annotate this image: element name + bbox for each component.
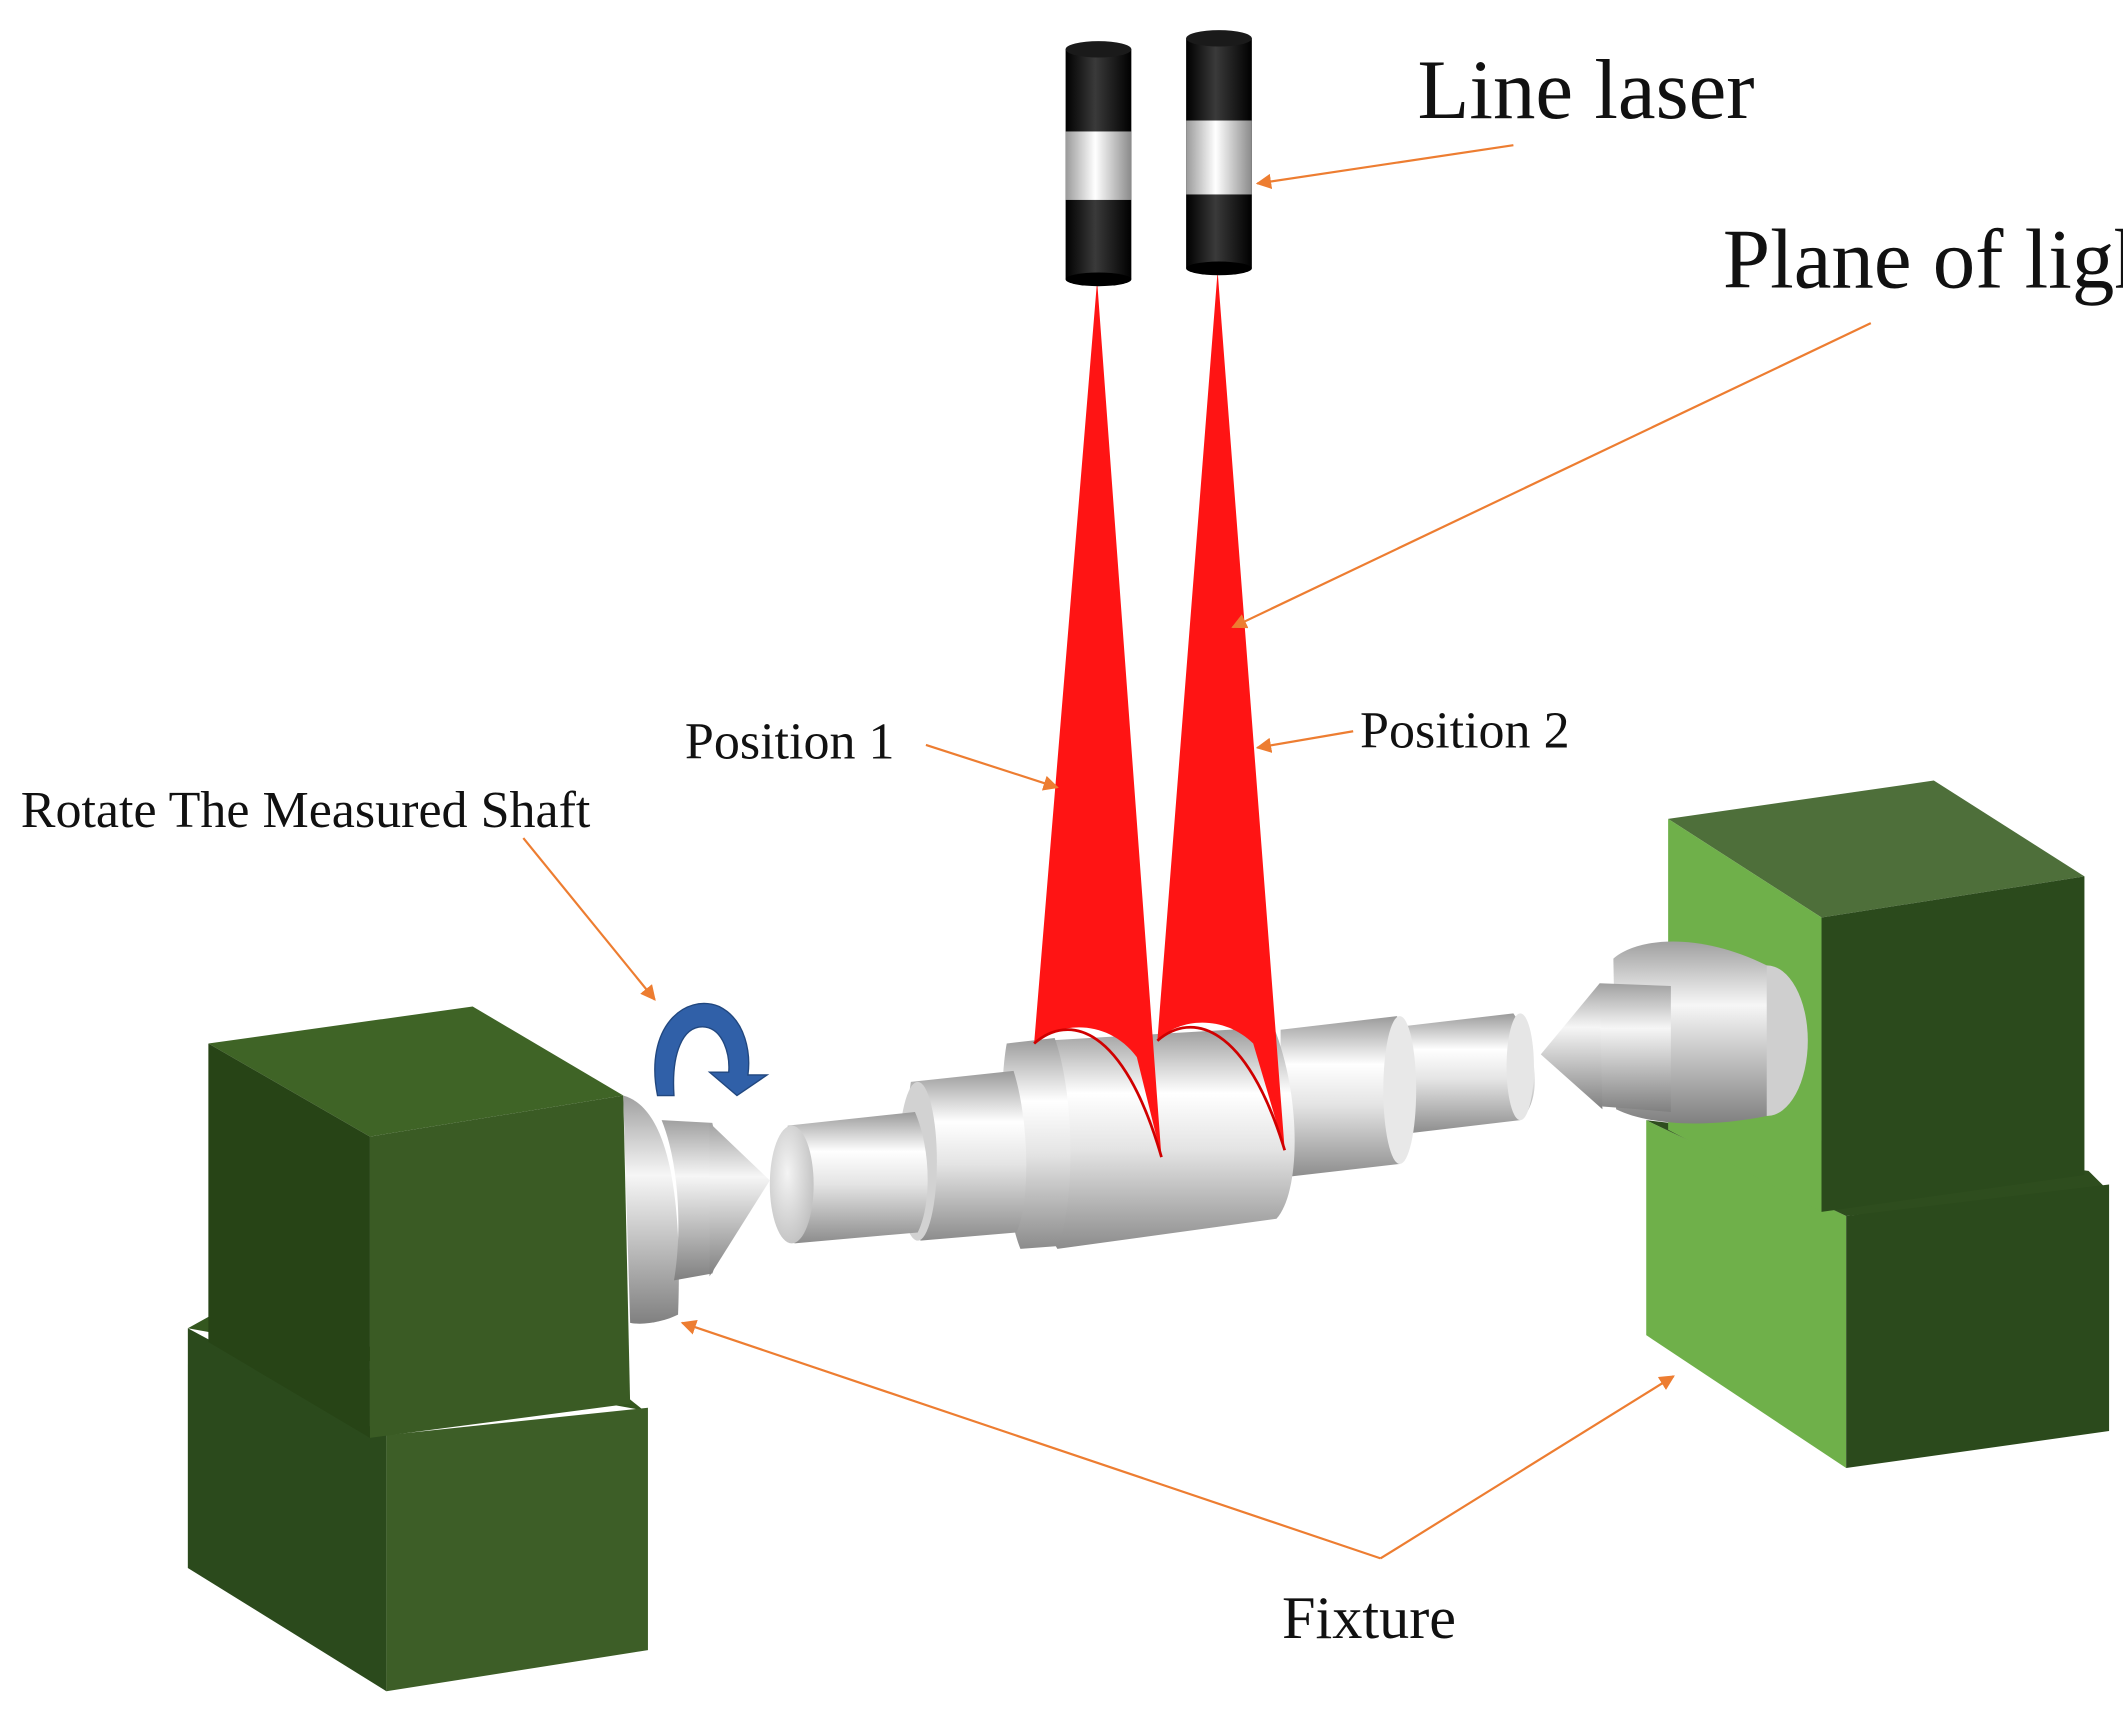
shaft-section-1-end — [769, 1125, 814, 1244]
right-center-cone — [1540, 941, 1808, 1124]
laser-plane-position-1 — [1034, 280, 1162, 1158]
label-line-laser: Line laser — [1418, 43, 1755, 137]
leader-plane-of-light — [1231, 322, 1872, 629]
left-fixture-upper-top — [208, 1006, 624, 1137]
right-fixture-upper-side — [1821, 876, 2085, 1212]
laser-planes — [1033, 271, 1287, 1158]
leader-position-2 — [1255, 730, 1354, 753]
leader-rotate-shaft — [522, 837, 656, 1001]
shaft-section-2 — [906, 1070, 1027, 1241]
leader-fixture-right — [1379, 1375, 1675, 1560]
laser-1-band — [1065, 131, 1132, 200]
shaft-section-4 — [1032, 1027, 1295, 1249]
laser-2-band — [1186, 120, 1252, 195]
shaft-section-1 — [787, 1111, 928, 1244]
label-position-2: Position 2 — [1360, 703, 1570, 760]
leader-lines — [522, 144, 1872, 1560]
line-laser-1 — [1065, 41, 1132, 287]
right-fixture-lower-side — [1846, 1184, 2110, 1468]
label-plane-of-light: Plane of light — [1723, 213, 2123, 307]
label-fixture: Fixture — [1282, 1585, 1456, 1652]
laser-plane-position-2 — [1157, 271, 1285, 1151]
leader-fixture-left — [680, 1319, 1381, 1560]
right-cone-tip — [1540, 983, 1603, 1110]
left-center-cone — [623, 1095, 770, 1324]
shaft-section-6-end — [1506, 1013, 1534, 1121]
right-fixture-lower-front — [1646, 1120, 1847, 1468]
laser-line-on-shaft-2 — [1156, 1026, 1287, 1151]
left-fixture-lower-front — [187, 1328, 387, 1692]
shaft-section-6 — [1397, 1013, 1535, 1134]
leader-line-laser — [1255, 144, 1514, 190]
labels: Line laser Plane of light Position 1 Pos… — [21, 43, 2123, 1652]
laser-1-bottom — [1065, 272, 1132, 287]
right-fixture-upper-top — [1668, 780, 2085, 918]
laser-1-top — [1065, 41, 1132, 58]
right-fixture — [1646, 780, 2110, 1468]
left-fixture — [187, 1006, 648, 1692]
left-cone-base — [623, 1095, 679, 1324]
shaft-section-5 — [1280, 1016, 1413, 1178]
laser-2-bottom — [1186, 261, 1252, 276]
left-fixture-lower-side — [386, 1407, 648, 1692]
line-laser-2 — [1186, 30, 1252, 276]
left-cone-tip — [709, 1122, 770, 1277]
curved-arrow-icon — [654, 1002, 770, 1097]
leader-position-1 — [925, 743, 1059, 791]
shaft-section-5-end — [1383, 1016, 1417, 1164]
left-cone-collar — [661, 1120, 722, 1281]
measured-shaft — [769, 1013, 1535, 1249]
laser-2-top — [1186, 30, 1252, 47]
left-fixture-upper-front — [208, 1043, 370, 1438]
laser-line-on-shaft-1 — [1033, 1028, 1163, 1158]
left-fixture-upper-side — [369, 1095, 631, 1438]
label-rotate-shaft: Rotate The Measured Shaft — [21, 782, 591, 839]
right-cone-collar — [1591, 983, 1671, 1112]
label-position-1: Position 1 — [685, 714, 895, 771]
